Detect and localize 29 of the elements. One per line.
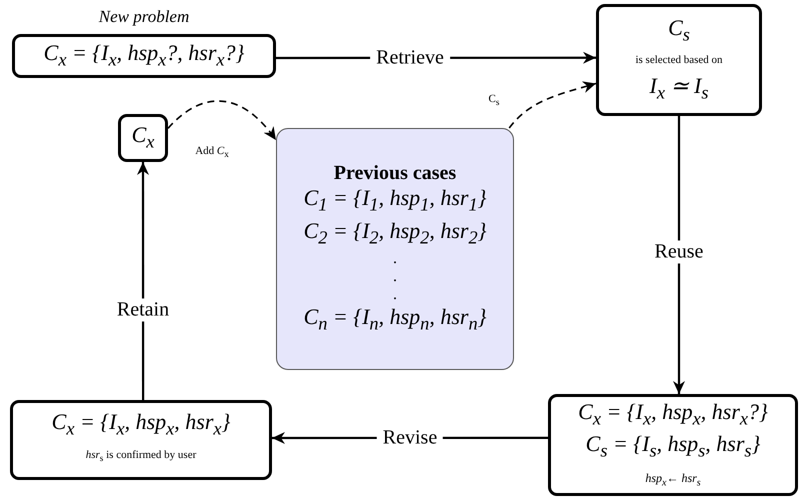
note: hsr$_{s}$ is confirmed by user bbox=[86, 448, 196, 465]
heading: New problem bbox=[98, 7, 190, 27]
edge-label: Add C$_{x}$ bbox=[195, 144, 229, 160]
formula: hsp$_{x}$← hsr$_{s}$ bbox=[645, 470, 701, 490]
formula: I$_{x}$ ≃ I$_{s}$ bbox=[650, 73, 708, 104]
formula: C$_{s}$ = {I$_{s}$, hsp$_{s}$, hsr$_{s}$} bbox=[586, 431, 760, 463]
case-box bbox=[118, 114, 168, 162]
edge-label: C$_{s}$ bbox=[488, 92, 500, 108]
formula: C$_{n}$ = {I$_{n}$, hsp$_{n}$, hsr$_{n}$} bbox=[304, 304, 486, 336]
formula: C$_{x}$ bbox=[132, 122, 154, 154]
heading: Previous cases bbox=[334, 161, 456, 186]
dashed-arrow bbox=[508, 81, 596, 128]
case-base-box bbox=[276, 128, 514, 370]
dashed-arrow bbox=[167, 100, 277, 141]
arrow bbox=[137, 162, 149, 400]
formula: C$_{1}$ = {I$_{1}$, hsp$_{1}$, hsr$_{1}$} bbox=[304, 185, 486, 217]
formula: C$_{x}$ = {I$_{x}$, hsp$_{x}$, hsr$_{x}$} bbox=[52, 409, 230, 441]
ellipsis-dot: . bbox=[393, 268, 397, 286]
formula: C$_{x}$ = {I$_{x}$, hsp$_{x}$?, hsr$_{x}$?} bbox=[44, 40, 244, 72]
ellipsis-dot: . bbox=[393, 286, 397, 304]
ellipsis-dot: . bbox=[393, 250, 397, 268]
formula: C$_{2}$ = {I$_{2}$, hsp$_{2}$, hsr$_{2}$} bbox=[304, 218, 486, 250]
formula: C$_{x}$ = {I$_{x}$, hsp$_{x}$, hsr$_{x}$?} bbox=[578, 398, 768, 430]
retain-box bbox=[10, 400, 272, 480]
formula: C$_{s}$ bbox=[668, 14, 690, 46]
selected-case-box bbox=[596, 4, 762, 116]
reuse-box bbox=[548, 394, 798, 496]
note: is selected based on bbox=[635, 53, 723, 68]
arrow bbox=[673, 116, 685, 394]
